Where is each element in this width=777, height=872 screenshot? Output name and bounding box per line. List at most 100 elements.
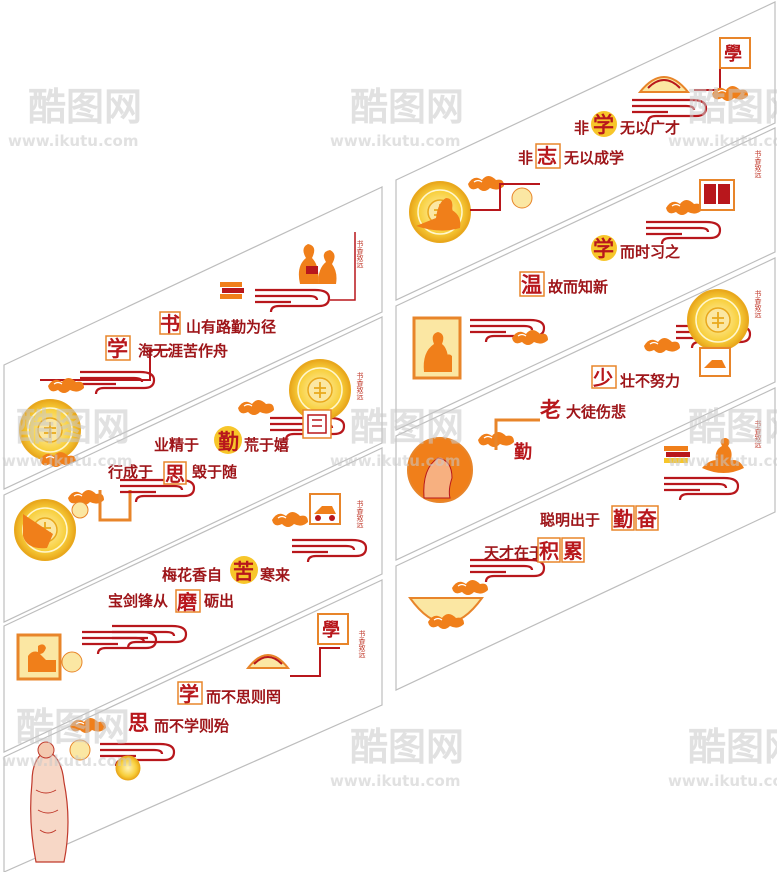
verse-line-2: 故而知新: [548, 278, 608, 296]
svg-text:勤: 勤: [514, 441, 532, 463]
verse-line-1: 而不思则罔: [206, 688, 281, 706]
svg-text:酷图网: 酷图网: [28, 85, 142, 129]
seal-text: 书香致远: [358, 629, 366, 659]
verse-line-2-post: 毁于随: [192, 463, 237, 481]
confucius-figure-icon: [30, 741, 69, 863]
watermarks: 酷图网 www.ikutu.com 酷图网 www.ikutu.com 酷图网 …: [2, 85, 777, 790]
verse-line-2: 而不学则殆: [154, 717, 229, 735]
big-char-2: 志: [537, 144, 557, 168]
svg-text:www.ikutu.com: www.ikutu.com: [2, 452, 132, 470]
svg-text:www.ikutu.com: www.ikutu.com: [330, 452, 460, 470]
watermark: 酷图网 www.ikutu.com: [668, 725, 777, 790]
verse-line-2-post: 砺出: [204, 592, 234, 610]
watermark: 酷图网 www.ikutu.com: [668, 85, 777, 150]
svg-text:酷图网: 酷图网: [350, 725, 464, 769]
seal-text: 书香致远: [356, 371, 364, 401]
big-char-1: 学: [179, 682, 199, 706]
verse-line-2: 海无涯苦作舟: [138, 342, 228, 360]
svg-text:www.ikutu.com: www.ikutu.com: [330, 772, 460, 790]
svg-text:學: 學: [322, 620, 340, 641]
seal-block: [302, 409, 332, 439]
verse-line-1-pre: 梅花香自: [162, 566, 222, 584]
coin-icon: [115, 755, 141, 781]
verse-line-2: 天才在于: [484, 544, 544, 562]
big-char-2: 老: [540, 398, 561, 422]
left-panel-1: 书 山有路勤为径 学 海无涯苦作舟 书香致远: [3, 186, 383, 490]
reading-figures-icon: [298, 244, 337, 284]
coin-medallion-icon: [687, 289, 749, 351]
svg-text:酷图网: 酷图网: [350, 85, 464, 129]
watermark: 酷图网 www.ikutu.com: [330, 405, 464, 470]
big-char-1: 书: [160, 312, 180, 336]
verse-line-1-post: 荒于嬉: [244, 436, 289, 454]
svg-text:酷图网: 酷图网: [350, 405, 464, 449]
big-char-2: 学: [107, 337, 128, 361]
verse-line-2-post: 无以成学: [563, 149, 624, 167]
seal-block: [719, 37, 751, 69]
book-fan-icon: [637, 76, 691, 93]
left-panel-4: 思 而不学则殆 学 而不思则罔 學 书香致远: [3, 579, 383, 872]
svg-text:www.ikutu.com: www.ikutu.com: [2, 752, 132, 770]
verse-line-2-pre: 宝剑锋从: [108, 592, 168, 610]
svg-text:酷图网: 酷图网: [688, 725, 777, 769]
left-panel-2: 业精于 勤 荒于嬉 行成于 思 毁于随 书香致远: [3, 316, 383, 623]
big-char-2: 磨: [177, 590, 197, 614]
verse-line-1-post: 寒来: [260, 566, 291, 584]
verse-line-2-pre: 非: [518, 149, 533, 167]
svg-text:www.ikutu.com: www.ikutu.com: [668, 452, 777, 470]
verse-line-1: 壮不努力: [620, 372, 680, 390]
watermark: 酷图网 www.ikutu.com: [330, 725, 464, 790]
char-box-shu: [159, 311, 181, 335]
right-panel-2: 温 故而知新 学 而时习之 书香致远: [395, 127, 776, 431]
svg-text:學: 學: [724, 44, 742, 65]
svg-text:www.ikutu.com: www.ikutu.com: [668, 772, 777, 790]
big-char-2b: 累: [563, 539, 583, 563]
big-char-1: 少: [592, 366, 613, 390]
svg-text:www.ikutu.com: www.ikutu.com: [668, 132, 777, 150]
watermark: 酷图网 www.ikutu.com: [2, 405, 132, 470]
seal-text: 书香致远: [356, 499, 364, 529]
seal-text: 书香致远: [356, 239, 364, 269]
seal-block: [317, 613, 349, 645]
big-char-2a: 积: [539, 539, 559, 563]
books-stack-icon: [664, 446, 690, 463]
watermark: 酷图网 www.ikutu.com: [668, 405, 777, 470]
big-char-1: 勤: [218, 430, 239, 454]
right-panel-4: 天才在于 积 累 聪明出于 勤 奋 书香致远: [395, 387, 776, 691]
books-stack-icon: [220, 282, 244, 299]
left-panel-3: 梅花香自 苦 寒来 宝剑锋从 磨 砺出 书香致远: [3, 447, 383, 753]
watermark: 酷图网 www.ikutu.com: [8, 85, 142, 150]
big-char-1: 苦: [233, 560, 254, 584]
right-panel-1: 非 志 无以成学 非 学 无以广才 學: [395, 1, 776, 301]
boy-on-cloud-icon: [702, 438, 744, 473]
svg-text:酷图网: 酷图网: [16, 705, 130, 749]
watermark: 酷图网 www.ikutu.com: [330, 85, 464, 150]
big-char-1: 学: [593, 113, 614, 137]
verse-line-1-pre: 非: [574, 119, 589, 137]
seal-text: 书香致远: [754, 149, 762, 179]
big-char-2: 温: [521, 273, 542, 297]
big-char-1a: 勤: [613, 507, 633, 531]
watermark: 酷图网 www.ikutu.com: [2, 705, 132, 770]
verse-line-1-post: 无以广才: [619, 119, 680, 137]
big-char-1: 学: [593, 237, 614, 261]
svg-text:酷图网: 酷图网: [688, 85, 777, 129]
seal-text: 书香致远: [754, 419, 762, 449]
verse-line-2: 大徒伤悲: [566, 403, 626, 421]
verse-line-1: 山有路勤为径: [186, 318, 276, 336]
reading-woman-icon: [409, 181, 471, 243]
verse-line-1: 而时习之: [620, 243, 680, 261]
big-char-2: 思: [165, 462, 185, 486]
seal-text: 书香致远: [754, 289, 762, 319]
old-scholar-icon: [407, 437, 473, 503]
verse-line-1: 聪明出于: [540, 511, 600, 529]
verse-line-2-pre: 行成于: [107, 463, 153, 481]
reading-scholar-icon: [14, 499, 76, 561]
book-fan-icon: [245, 654, 291, 669]
svg-text:酷图网: 酷图网: [688, 405, 777, 449]
svg-text:酷图网: 酷图网: [16, 405, 130, 449]
big-char-2: 思: [128, 711, 149, 735]
big-char-1b: 奋: [636, 507, 658, 531]
svg-text:www.ikutu.com: www.ikutu.com: [330, 132, 460, 150]
